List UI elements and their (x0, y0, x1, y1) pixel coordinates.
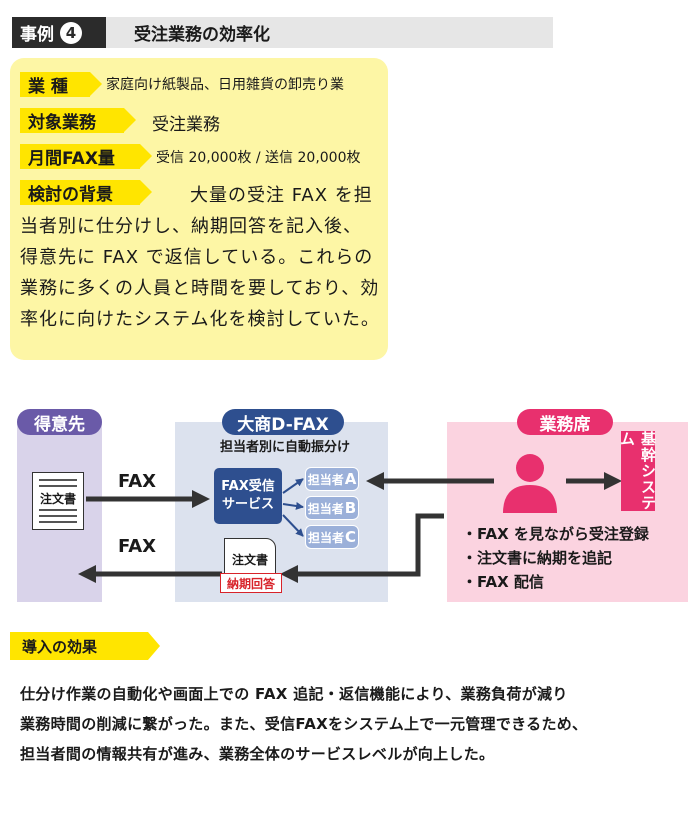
background-text: 大量の受注 FAX を担当者別に仕分けし、納期回答を記入後、得意先に FAX で… (20, 185, 380, 330)
order-document-icon: 注文書 (32, 472, 84, 530)
result-line: 仕分け作業の自動化や画面上での FAX 追記・返信機能により、業務負荷が減り (20, 685, 568, 703)
case-number: 4 (60, 21, 82, 44)
fax-in-label: FAX (118, 471, 157, 492)
volume-tag: 月間FAX量 (20, 144, 152, 169)
fax-out-arrow (78, 565, 222, 583)
core-system-box: 基幹システム (618, 431, 657, 511)
person-to-system-arrow (566, 472, 622, 490)
auto-sort-label: 担当者別に自動振分け (219, 440, 350, 455)
fax-receive-line1: FAX受信 (221, 479, 275, 494)
dfax-label: 大商D-FAX (222, 409, 344, 435)
case-badge: 事例 4 (12, 17, 106, 48)
background-tag: 検討の背景 (20, 180, 152, 205)
task-list: ・FAX を見ながら受注登録 ・注文書に納期を追記 ・FAX 配信 (462, 522, 649, 594)
result-line: 業務時間の削減に繋がった。また、受信FAXをシステム上で一元管理できるため、 (20, 715, 588, 733)
task-item: ・FAX 配信 (462, 573, 544, 591)
task-item: ・注文書に納期を追記 (462, 549, 613, 567)
dept-label: 業務席 (517, 409, 613, 435)
target-value: 受注業務 (152, 115, 220, 135)
customer-label: 得意先 (17, 409, 102, 435)
dept-to-staff-arrow (366, 472, 494, 490)
target-tag: 対象業務 (20, 108, 136, 133)
fax-receive-line2: サービス (221, 497, 274, 512)
case-badge-label: 事例 (20, 25, 54, 45)
delivery-stamp: 納期回答 (220, 573, 282, 593)
task-item: ・FAX を見ながら受注登録 (462, 525, 649, 543)
industry-tag: 業 種 (20, 72, 102, 97)
volume-value: 受信 20,000枚 / 送信 20,000枚 (156, 150, 361, 166)
dispatch-arrows (282, 478, 304, 537)
fax-out-label: FAX (118, 536, 157, 557)
reply-document-label: 注文書 (231, 553, 268, 567)
fax-in-arrow (86, 490, 210, 508)
reply-arrow (280, 513, 444, 583)
industry-value: 家庭向け紙製品、日用雑貨の卸売り業 (106, 77, 344, 93)
result-tag: 導入の効果 (10, 632, 160, 660)
page-title: 受注業務の効率化 (134, 25, 270, 45)
person-icon (503, 454, 557, 513)
result-line: 担当者間の情報共有が進み、業務全体のサービスレベルが向上した。 (20, 745, 495, 763)
order-document-label: 注文書 (39, 492, 76, 506)
fax-receive-service-box: FAX受信 サービス (214, 468, 282, 524)
